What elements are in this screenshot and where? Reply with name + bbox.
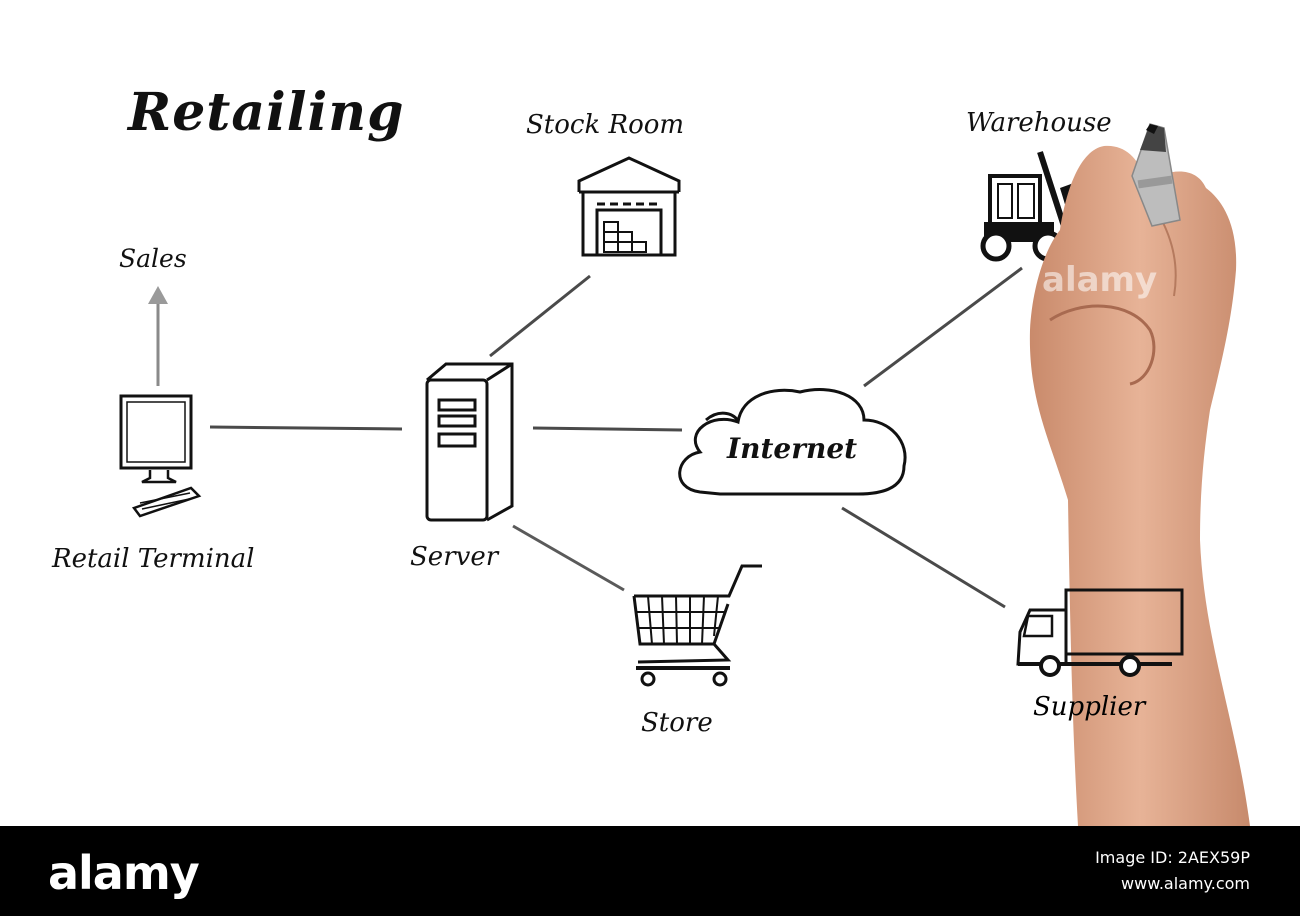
stock-room-label: Stock Room	[526, 110, 685, 140]
server-label: Server	[410, 542, 499, 572]
connector-internet-supplier	[841, 506, 1006, 609]
cloud-icon	[678, 388, 907, 496]
site-url-text: www.alamy.com	[1121, 874, 1250, 893]
truck-icon	[1016, 588, 1184, 677]
brand-logo: alamy	[48, 846, 200, 900]
connector-server-internet	[532, 426, 683, 432]
connector-terminal-server	[209, 425, 403, 431]
watermark-footer: alamy Image ID: 2AEX59P www.alamy.com	[0, 826, 1300, 916]
supplier-label: Supplier	[1033, 692, 1146, 722]
diagram-canvas: Retailing Stock Room Warehouse Sales Int…	[52, 82, 1250, 826]
image-id-text: Image ID: 2AEX59P	[1095, 848, 1250, 867]
computer-icon	[119, 394, 202, 518]
retail-terminal-label: Retail Terminal	[52, 544, 255, 574]
store-label: Store	[641, 708, 713, 738]
shopping-cart-icon	[632, 564, 762, 687]
hand-with-marker	[1029, 123, 1250, 826]
marker-icon	[1131, 123, 1181, 227]
truck-layer	[1016, 588, 1184, 677]
connector-server-store	[512, 524, 625, 592]
diagram-title: Retailing	[128, 82, 405, 143]
connector-server-stockroom	[489, 274, 591, 358]
sales-label: Sales	[119, 244, 187, 273]
server-icon	[425, 362, 514, 522]
connector-internet-warehouse	[863, 266, 1023, 388]
warehouse-label: Warehouse	[966, 108, 1112, 138]
watermark-overlay: alamy	[1042, 260, 1158, 300]
sales-arrow	[148, 286, 168, 386]
stock-room-icon	[577, 156, 681, 257]
internet-label: Internet	[727, 432, 858, 465]
